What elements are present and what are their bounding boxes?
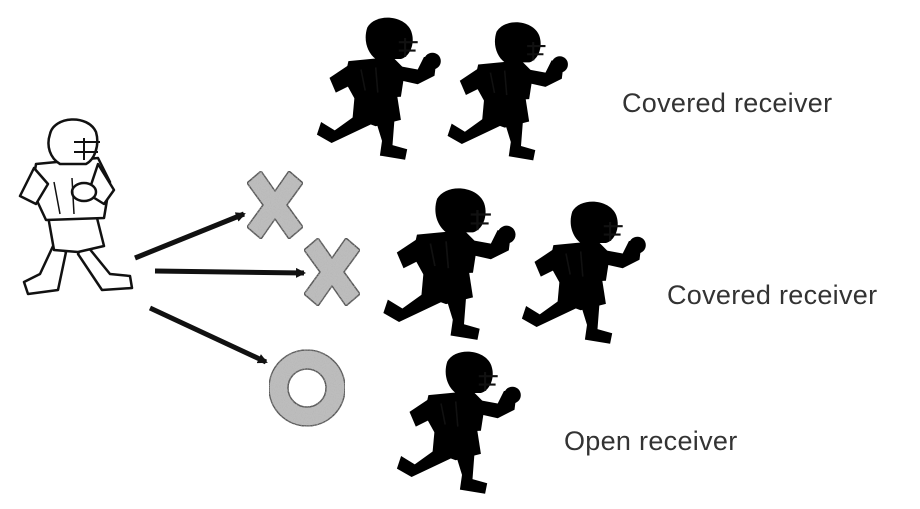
arrow-to-covered-1: [134, 211, 246, 261]
receiver-figure: [520, 200, 647, 345]
defender-figure: [315, 16, 442, 161]
arrow-to-covered-2: [154, 267, 306, 278]
quarterback-figure: [18, 118, 134, 296]
defender-figure: [382, 187, 517, 342]
covered-receiver-label-2: Covered receiver: [667, 280, 878, 310]
x-mark-icon: [246, 170, 304, 240]
open-receiver-label: Open receiver: [564, 426, 738, 456]
receiver-figure: [446, 21, 569, 162]
o-mark-icon: [268, 349, 346, 427]
pass-arrows: [134, 211, 306, 365]
covered-receiver-label-1: Covered receiver: [622, 88, 833, 118]
x-mark-icon: [303, 237, 361, 307]
arrow-to-open: [148, 305, 268, 365]
receiver-figure: [395, 350, 522, 495]
